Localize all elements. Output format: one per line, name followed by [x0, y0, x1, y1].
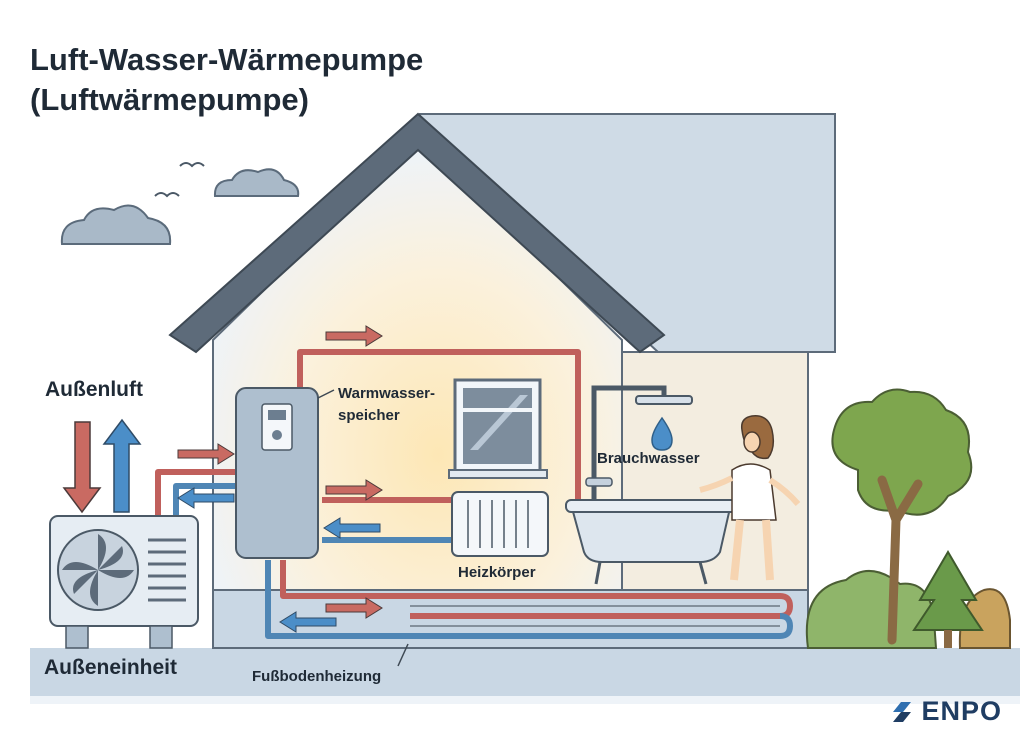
- brand-logo: ENPO: [889, 696, 1002, 727]
- label-service-water: Brauchwasser: [597, 450, 700, 467]
- label-hot-water-tank-line-2: speicher: [338, 407, 400, 424]
- deciduous-tree: [831, 388, 973, 645]
- ground: [30, 648, 1020, 696]
- outside-air-in-arrow: [62, 421, 102, 514]
- label-outdoor-unit: Außeneinheit: [44, 656, 178, 679]
- label-radiator: Heizkörper: [458, 564, 536, 581]
- label-outside-air: Außenluft: [45, 378, 143, 401]
- cloud-left: [60, 204, 172, 245]
- shower: [591, 385, 667, 500]
- title-line-1: Luft-Wasser-Wärmepumpe: [30, 42, 424, 77]
- window: [448, 378, 548, 479]
- water-drop-icon: [651, 416, 673, 451]
- shower-head: [635, 395, 693, 405]
- pipe-outlines: [410, 605, 780, 627]
- hot-water-tank: [235, 387, 319, 559]
- birds: [154, 162, 205, 198]
- ground-edge: [30, 696, 1020, 704]
- outside-air-out-arrow: [102, 418, 142, 513]
- brand-name: ENPO: [921, 696, 1002, 726]
- hot-flow-arrows: [177, 325, 383, 619]
- person: [699, 415, 801, 581]
- enpo-logo-icon: [893, 701, 912, 722]
- leader-lines: [317, 389, 409, 667]
- label-hot-water-tank: Warmwasser- speicher: [338, 383, 435, 427]
- page-title: Luft-Wasser-Wärmepumpe (Luftwärmepumpe): [30, 40, 423, 120]
- pine-tree: [912, 550, 984, 648]
- cloud-right: [213, 168, 300, 197]
- roof-front: [168, 112, 666, 354]
- bushes: [805, 569, 1011, 649]
- title-line-2: (Luftwärmepumpe): [30, 82, 309, 117]
- label-hot-water-tank-line-1: Warmwasser-: [338, 385, 435, 402]
- radiator: [451, 491, 549, 557]
- outdoor-unit: [49, 515, 199, 649]
- label-floor-heating: Fußbodenheizung: [252, 668, 382, 685]
- cold-flow-arrows: [177, 487, 381, 633]
